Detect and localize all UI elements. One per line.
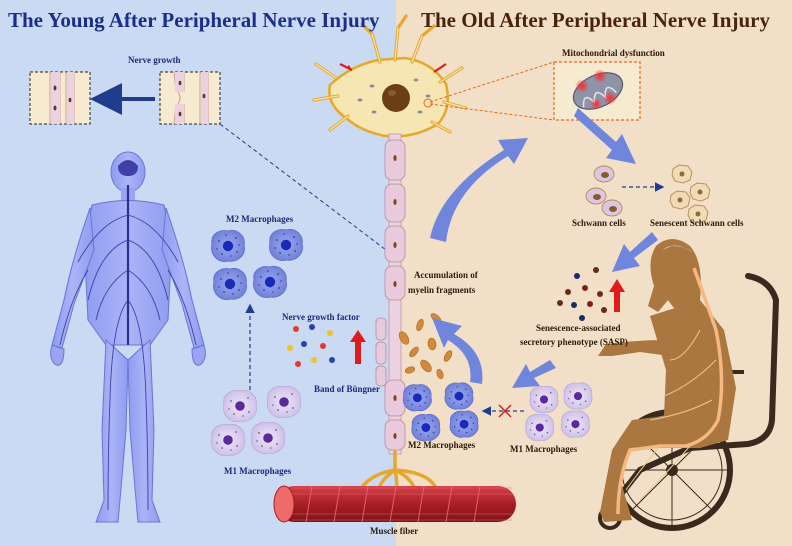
label-muscle-fiber: Muscle fiber: [370, 526, 418, 536]
nerve-growth-inset-left: [30, 72, 90, 124]
label-nerve-growth-factor: Nerve growth factor: [282, 312, 360, 322]
label-m1-macrophages-old: M1 Macrophages: [510, 444, 577, 454]
label-m2-macrophages-young: M2 Macrophages: [226, 214, 293, 224]
nerve-growth-inset-right: [160, 72, 220, 124]
mitochondrion-inset: [554, 62, 640, 120]
muscle-fiber: [274, 486, 516, 522]
label-nerve-growth: Nerve growth: [128, 55, 181, 65]
label-sasp-line1: Senescence-associated: [536, 323, 620, 333]
title-young: The Young After Peripheral Nerve Injury: [8, 8, 380, 32]
label-m1-macrophages-young: M1 Macrophages: [224, 466, 291, 476]
title-old: The Old After Peripheral Nerve Injury: [421, 8, 770, 32]
label-schwann-cells: Schwann cells: [572, 218, 626, 228]
label-myelin-line1: Accumulation of: [414, 270, 478, 280]
label-sasp-line2: secretory phenotype (SASP): [520, 337, 628, 347]
label-senescent-schwann-cells: Senescent Schwann cells: [650, 218, 744, 228]
label-mitochondrial-dysfunction: Mitochondrial dysfunction: [562, 48, 665, 58]
label-m2-macrophages-old: M2 Macrophages: [408, 440, 475, 450]
label-myelin-line2: myelin fragments: [408, 285, 475, 295]
label-band-of-bungner: Band of Büngner: [314, 384, 380, 394]
